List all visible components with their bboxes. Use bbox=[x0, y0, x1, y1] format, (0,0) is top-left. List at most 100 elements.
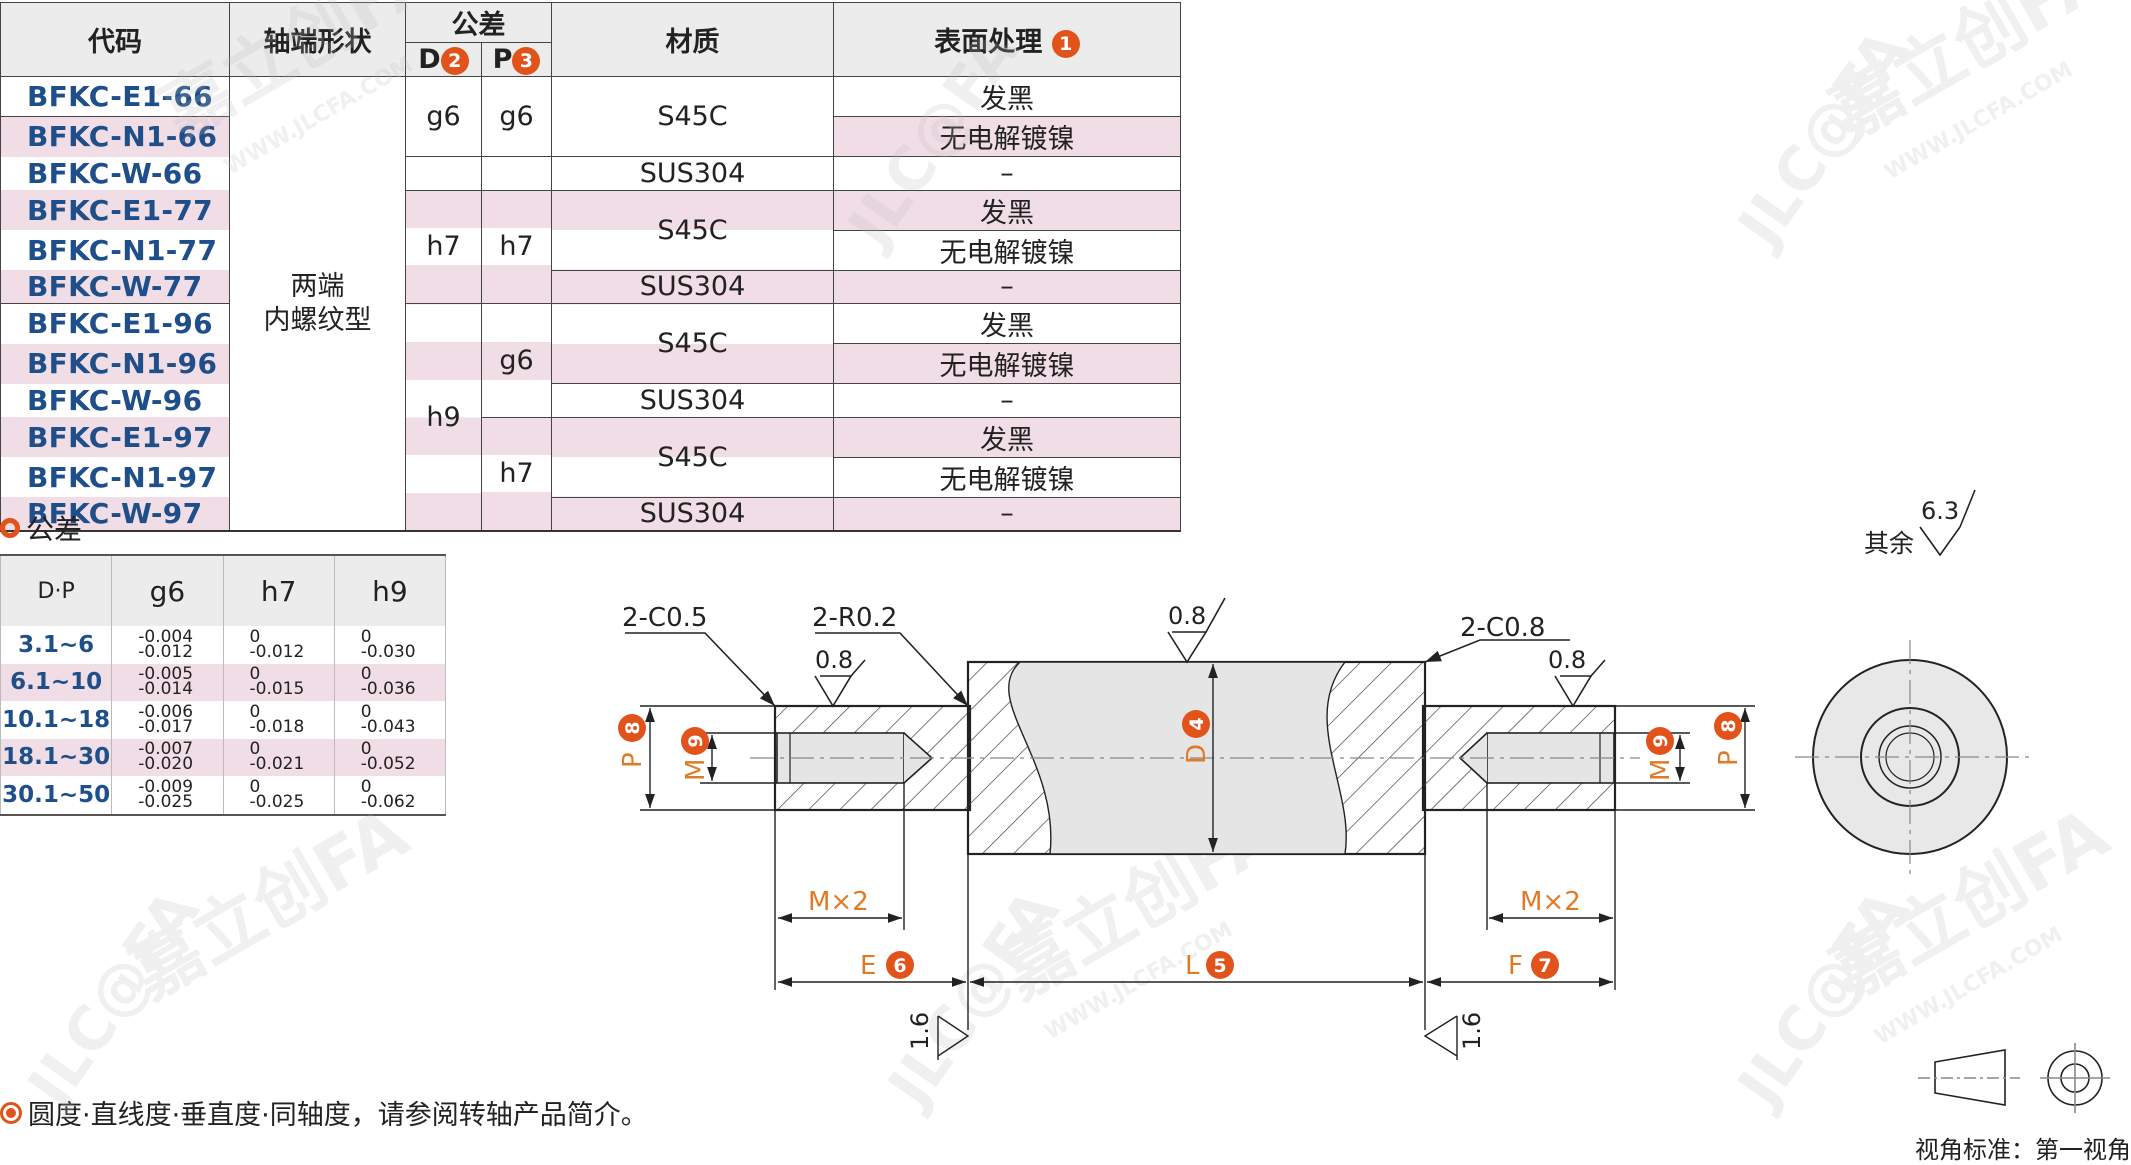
end-view bbox=[1795, 640, 2030, 875]
radius-label: 2-R0.2 bbox=[812, 603, 897, 633]
tolerance-heading-text: 公差 bbox=[26, 513, 83, 546]
surface-cell: 无电解镀镍 bbox=[833, 457, 1181, 498]
tolerance-limit: -0.030 bbox=[360, 641, 416, 662]
d-cell: g6 bbox=[405, 76, 482, 157]
surface-cell: – bbox=[833, 270, 1181, 304]
projection-label: 视角标准：第一视角 bbox=[1915, 1136, 2131, 1164]
tolerance-limit: 0 bbox=[360, 776, 372, 797]
tolerance-range: 6.1~10 bbox=[0, 663, 113, 701]
tolerance-value-h7: 0-0.012 bbox=[222, 626, 335, 664]
code-cell: BFKC-W-97 bbox=[0, 497, 230, 532]
roughness-end-left: 1.6 bbox=[906, 1012, 934, 1050]
tolerance-limit: -0.014 bbox=[138, 679, 194, 700]
dim-l: L bbox=[1185, 951, 1200, 981]
badge-p-right: 8 bbox=[1718, 719, 1740, 732]
tolerance-limit: 0 bbox=[249, 701, 261, 722]
tolerance-limit: -0.017 bbox=[138, 716, 194, 737]
tolerance-value-g6: -0.007-0.020 bbox=[111, 738, 224, 776]
code-cell: BFKC-N1-96 bbox=[0, 343, 230, 384]
dimensions bbox=[640, 664, 1755, 1060]
tolerance-limit: -0.036 bbox=[360, 679, 416, 700]
tolerance-limit: 0 bbox=[249, 739, 261, 760]
badge-f bbox=[1531, 951, 1559, 979]
annotations bbox=[625, 489, 1976, 708]
tolerance-range: 10.1~18 bbox=[0, 701, 113, 739]
material-cell: SUS304 bbox=[551, 270, 834, 304]
dim-m-left: M×2 bbox=[808, 887, 869, 917]
tolerance-limit: -0.021 bbox=[249, 754, 305, 775]
material-cell: S45C bbox=[551, 417, 834, 498]
tolerance-value-h7: 0-0.025 bbox=[222, 776, 335, 816]
surface-cell: 无电解镀镍 bbox=[833, 116, 1181, 157]
code-cell: BFKC-N1-66 bbox=[0, 116, 230, 157]
footnote-text: 圆度·直线度·垂直度·同轴度，请参阅转轴产品简介。 bbox=[28, 1100, 648, 1131]
badge-p-left: 8 bbox=[622, 721, 644, 734]
shape-cell: 两端 内螺纹型 bbox=[229, 76, 406, 532]
tolerance-value-h9: 0-0.062 bbox=[333, 776, 447, 816]
tolerance-limit: -0.004 bbox=[138, 626, 194, 647]
wm-logo: JLC@FA bbox=[1723, 17, 1924, 262]
surface-cell: 发黑 bbox=[833, 76, 1181, 117]
p-cell: h7 bbox=[481, 417, 552, 532]
roughness-middle: 0.8 bbox=[1168, 602, 1206, 630]
badge-m-right: 9 bbox=[1650, 734, 1672, 747]
tolerance-value-g6: -0.005-0.014 bbox=[111, 663, 224, 701]
tolerance-limit: -0.018 bbox=[249, 716, 305, 737]
tolerance-limit: -0.015 bbox=[249, 679, 305, 700]
wm-logo: JLC@FA bbox=[1723, 877, 1924, 1122]
p-cell: h7 bbox=[481, 190, 552, 304]
code-cell: BFKC-W-66 bbox=[0, 156, 230, 190]
code-cell: BFKC-W-96 bbox=[0, 383, 230, 417]
badge-d: 2 bbox=[440, 46, 469, 75]
material-cell: SUS304 bbox=[551, 156, 834, 191]
tolerance-value-g6: -0.004-0.012 bbox=[111, 626, 224, 664]
dim-m-right: M×2 bbox=[1520, 887, 1581, 917]
tolerance-limit: 0 bbox=[360, 739, 372, 760]
tolerance-limit: 0 bbox=[249, 776, 261, 797]
footnote: 圆度·直线度·垂直度·同轴度，请参阅转轴产品简介。 bbox=[0, 1093, 648, 1132]
badge-l bbox=[1206, 951, 1234, 979]
tolerance-limit: -0.009 bbox=[138, 776, 194, 797]
wm-logo: JLC@FA bbox=[833, 17, 1034, 262]
dimension-labels: M×2 M×2 E 6 L 5 F 7 P 8 M 9 D 4 M 9 bbox=[618, 710, 1744, 1050]
tolerance-range: 3.1~6 bbox=[0, 626, 113, 664]
roughness-end-right: 1.6 bbox=[1458, 1012, 1486, 1050]
tolerance-limit: -0.043 bbox=[360, 716, 416, 737]
tolerance-limit: -0.020 bbox=[138, 754, 194, 775]
code-cell: BFKC-W-77 bbox=[0, 270, 230, 304]
code-cell: BFKC-E1-77 bbox=[0, 190, 230, 230]
annotation-text: 2-C0.5 2-R0.2 2-C0.8 0.8 0.8 0.8 6.3 其余 bbox=[622, 497, 1959, 674]
tolerance-limit: -0.007 bbox=[138, 739, 194, 760]
dim-e: E bbox=[860, 951, 876, 981]
surface-cell: 发黑 bbox=[833, 303, 1181, 344]
tolerance-limit: 0 bbox=[360, 664, 372, 685]
shape-line-1: 两端 bbox=[290, 270, 345, 302]
dim-m-left-v: M bbox=[681, 759, 711, 781]
badge-p: 3 bbox=[512, 46, 541, 75]
tolerance-limit: -0.025 bbox=[138, 791, 194, 812]
d-cell: h7 bbox=[405, 190, 482, 304]
header-code: 代码 bbox=[0, 2, 230, 77]
tol-header-h9: h9 bbox=[333, 554, 447, 626]
tolerance-limit: 0 bbox=[249, 664, 261, 685]
code-cell: BFKC-N1-97 bbox=[0, 457, 230, 497]
tolerance-value-h9: 0-0.036 bbox=[333, 663, 447, 701]
badge-e bbox=[886, 951, 914, 979]
code-cell: BFKC-E1-97 bbox=[0, 417, 230, 457]
tolerance-limit: -0.025 bbox=[249, 791, 305, 812]
roughness-rest-label: 其余 bbox=[1864, 529, 1914, 558]
tol-header-dp: D·P bbox=[0, 554, 113, 626]
material-cell: S45C bbox=[551, 190, 834, 271]
dim-f: F bbox=[1508, 951, 1523, 981]
tolerance-value-g6: -0.006-0.017 bbox=[111, 701, 224, 739]
dim-p-left: P bbox=[618, 752, 648, 768]
